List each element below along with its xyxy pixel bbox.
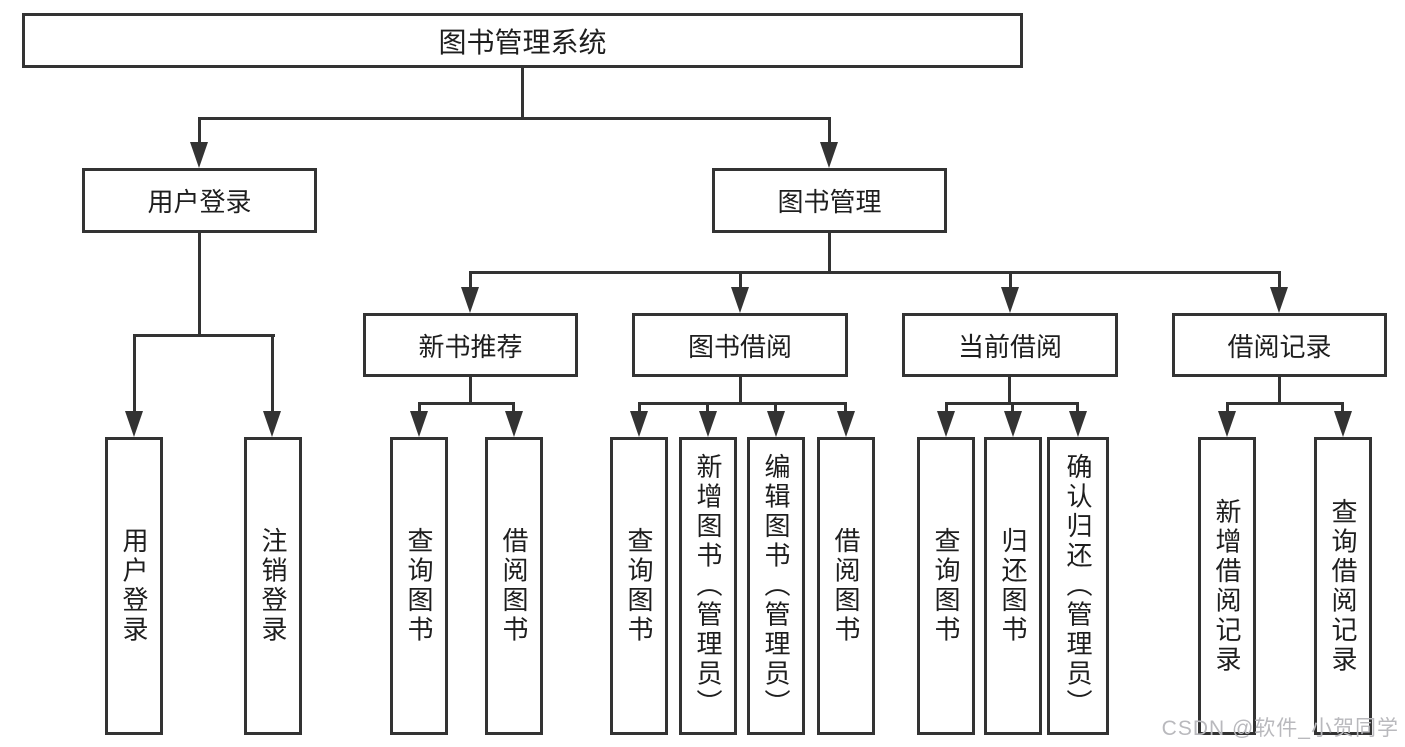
node-borrow-records: 借阅记录 bbox=[1172, 313, 1387, 377]
leaf-query-books-recommend: 查询图书 bbox=[390, 437, 448, 735]
arrow-down-icon bbox=[1004, 411, 1022, 437]
node-root: 图书管理系统 bbox=[22, 13, 1023, 68]
arrow-down-icon bbox=[461, 287, 479, 313]
arrow-down-icon bbox=[937, 411, 955, 437]
leaf-add-borrow-record-label: 新增借阅记录 bbox=[1212, 497, 1242, 675]
leaf-add-books-admin: 新增图书（管理员） bbox=[679, 437, 737, 735]
edge-stem bbox=[1226, 402, 1229, 415]
leaf-query-books-recommend-label: 查询图书 bbox=[404, 527, 434, 645]
node-book-borrow-label: 图书借阅 bbox=[687, 331, 792, 362]
leaf-add-books-admin-label: 新增图书（管理员） bbox=[693, 453, 723, 719]
edge-borrowrecords-drop bbox=[1278, 377, 1281, 405]
node-book-management-label: 图书管理 bbox=[777, 187, 882, 217]
edge-stem-leaf-userlogin bbox=[133, 334, 136, 415]
arrow-down-icon bbox=[1069, 411, 1087, 437]
edge-stem bbox=[1011, 402, 1014, 415]
edge-newbook-rail bbox=[418, 402, 515, 405]
arrow-down-icon bbox=[190, 142, 208, 168]
edge-stem bbox=[844, 402, 847, 415]
edge-root-rail bbox=[198, 117, 830, 120]
leaf-query-books-current: 查询图书 bbox=[917, 437, 975, 735]
arrow-down-icon bbox=[1001, 287, 1019, 313]
edge-stem-leaf-logout bbox=[271, 334, 274, 415]
leaf-return-books: 归还图书 bbox=[984, 437, 1042, 735]
arrow-down-icon bbox=[630, 411, 648, 437]
leaf-add-borrow-record: 新增借阅记录 bbox=[1198, 437, 1256, 735]
arrow-down-icon bbox=[731, 287, 749, 313]
edge-stem bbox=[1076, 402, 1079, 415]
leaf-query-borrow-record: 查询借阅记录 bbox=[1314, 437, 1372, 735]
leaf-query-books-borrow-label: 查询图书 bbox=[624, 527, 654, 645]
edge-stem bbox=[706, 402, 709, 415]
leaf-edit-books-admin-label: 编辑图书（管理员） bbox=[761, 453, 791, 719]
csdn-watermark: CSDN @软件_小贺同学 bbox=[1161, 717, 1399, 740]
node-user-login: 用户登录 bbox=[82, 168, 317, 233]
node-current-borrow: 当前借阅 bbox=[902, 313, 1118, 377]
leaf-borrow-books-label: 借阅图书 bbox=[831, 527, 861, 645]
edge-bookborrow-drop bbox=[739, 377, 742, 405]
edge-stem-newbook bbox=[469, 271, 472, 291]
arrow-down-icon bbox=[410, 411, 428, 437]
leaf-confirm-return-admin: 确认归还（管理员） bbox=[1047, 437, 1109, 735]
arrow-down-icon bbox=[505, 411, 523, 437]
leaf-query-books-borrow: 查询图书 bbox=[610, 437, 668, 735]
edge-bookborrow-rail bbox=[638, 402, 847, 405]
arrow-down-icon bbox=[263, 411, 281, 437]
leaf-query-books-current-label: 查询图书 bbox=[931, 527, 961, 645]
node-book-management: 图书管理 bbox=[712, 168, 947, 233]
node-new-book-recommend: 新书推荐 bbox=[363, 313, 578, 377]
leaf-borrow-books-recommend-label: 借阅图书 bbox=[499, 527, 529, 645]
arrow-down-icon bbox=[1218, 411, 1236, 437]
arrow-down-icon bbox=[837, 411, 855, 437]
edge-stem-currentborrow bbox=[1009, 271, 1012, 291]
edge-borrowrecords-rail bbox=[1226, 402, 1344, 405]
leaf-query-borrow-record-label: 查询借阅记录 bbox=[1328, 497, 1358, 675]
arrow-down-icon bbox=[1270, 287, 1288, 313]
edge-stem bbox=[945, 402, 948, 415]
edge-userlogin-rail bbox=[133, 334, 275, 337]
edge-bookmgmt-drop bbox=[828, 233, 831, 274]
edge-stem bbox=[774, 402, 777, 415]
edge-stem-bookborrow bbox=[739, 271, 742, 291]
edge-stem bbox=[638, 402, 641, 415]
leaf-borrow-books: 借阅图书 bbox=[817, 437, 875, 735]
leaf-logout: 注销登录 bbox=[244, 437, 302, 735]
edge-stem bbox=[418, 402, 421, 415]
arrow-down-icon bbox=[1334, 411, 1352, 437]
edge-bookmgmt-rail bbox=[469, 271, 1281, 274]
edge-stem bbox=[1341, 402, 1344, 415]
arrow-down-icon bbox=[699, 411, 717, 437]
edge-stem-borrowrecords bbox=[1278, 271, 1281, 291]
node-borrow-records-label: 借阅记录 bbox=[1227, 331, 1332, 362]
edge-userlogin-drop bbox=[198, 233, 201, 337]
leaf-user-login-label: 用户登录 bbox=[119, 527, 149, 645]
leaf-user-login: 用户登录 bbox=[105, 437, 163, 735]
node-root-label: 图书管理系统 bbox=[438, 26, 607, 58]
arrow-down-icon bbox=[125, 411, 143, 437]
edge-root-userlogin-stem bbox=[198, 117, 201, 145]
leaf-edit-books-admin: 编辑图书（管理员） bbox=[747, 437, 805, 735]
node-new-book-recommend-label: 新书推荐 bbox=[418, 331, 523, 362]
node-user-login-label: 用户登录 bbox=[147, 187, 252, 217]
node-current-borrow-label: 当前借阅 bbox=[957, 331, 1062, 362]
edge-stem bbox=[512, 402, 515, 415]
leaf-borrow-books-recommend: 借阅图书 bbox=[485, 437, 543, 735]
edge-root-drop bbox=[521, 68, 524, 118]
edge-root-bookmgmt-stem bbox=[828, 117, 831, 145]
edge-newbook-drop bbox=[469, 377, 472, 405]
leaf-return-books-label: 归还图书 bbox=[998, 527, 1028, 645]
node-book-borrow: 图书借阅 bbox=[632, 313, 848, 377]
arrow-down-icon bbox=[820, 142, 838, 168]
leaf-confirm-return-admin-label: 确认归还（管理员） bbox=[1063, 453, 1093, 719]
leaf-logout-label: 注销登录 bbox=[258, 527, 288, 645]
arrow-down-icon bbox=[767, 411, 785, 437]
edge-currentborrow-drop bbox=[1008, 377, 1011, 405]
